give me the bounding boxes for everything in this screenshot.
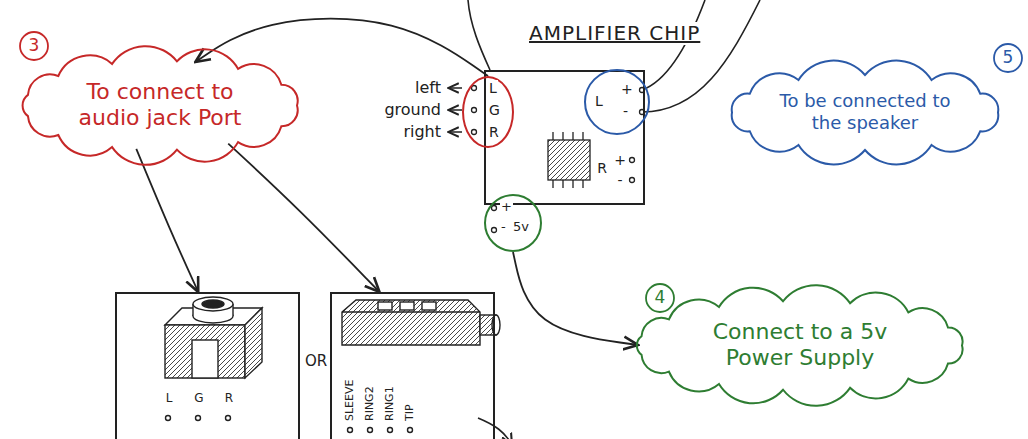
audio-jack-3pin <box>165 297 262 421</box>
drawing-part <box>468 0 490 70</box>
pin-name: L <box>488 80 498 96</box>
drawing-part <box>562 180 563 188</box>
drawing-part <box>472 130 477 135</box>
drawing-part <box>192 340 218 378</box>
drawing-part <box>196 416 201 421</box>
drawing-part <box>368 428 373 433</box>
drawing-part <box>202 300 224 308</box>
pin-name: + <box>613 152 627 168</box>
pin-name: + <box>500 200 513 215</box>
signal-name: left <box>414 79 442 97</box>
pin-arrows <box>448 88 462 132</box>
drawing-part <box>342 300 480 345</box>
audio-jack-4pin <box>342 300 500 433</box>
drawing-part <box>342 311 480 312</box>
callout-number: 5 <box>1002 48 1015 68</box>
wires <box>468 0 760 439</box>
drawing-part <box>478 418 512 439</box>
note-text: Connect to a 5v Power Supply <box>693 319 908 372</box>
signal-name: ground <box>383 101 442 119</box>
drawing-part <box>553 132 583 188</box>
drawing-part <box>572 132 573 140</box>
speaker-pin-group: L + - <box>584 69 650 135</box>
pin-name: 5v <box>512 220 530 235</box>
drawing-part <box>448 87 462 89</box>
pin-name: RING2 <box>364 385 377 422</box>
pin-name: - <box>616 172 623 188</box>
or-note: OR <box>304 353 328 370</box>
drawing-part <box>630 158 635 163</box>
drawing-part <box>572 180 573 188</box>
drawing-part <box>582 180 583 188</box>
chip-heading: AMPLIFIER CHIP <box>528 22 701 45</box>
jack-port-box: SLEEVE RING2 RING1 TIP <box>330 292 495 439</box>
pin-name: R <box>596 160 608 176</box>
pin-name: G <box>192 392 206 406</box>
cloud-outline <box>22 46 297 165</box>
drawing-part <box>582 132 583 140</box>
jack-port-box: LGR <box>115 292 300 439</box>
cloud-outline <box>732 60 999 164</box>
drawing-part <box>472 108 477 113</box>
pin-name: L <box>162 392 176 406</box>
drawing-part <box>646 284 674 312</box>
connector-arrow <box>513 252 638 345</box>
drawing-part <box>226 416 231 421</box>
callout-number: 4 <box>654 288 667 308</box>
power-pin-group: + -5v <box>484 194 542 252</box>
drawing-part <box>994 44 1022 72</box>
drawing-part <box>562 132 563 140</box>
signal-name: right <box>402 123 442 141</box>
drawing-part <box>378 302 392 310</box>
pin-name: R <box>488 124 500 140</box>
pin-name: R <box>222 392 236 406</box>
drawing-part <box>552 180 553 188</box>
drawing-part <box>20 32 48 60</box>
pin-name: - <box>622 103 629 119</box>
pin-name: - <box>500 220 507 235</box>
drawing-part <box>408 428 413 433</box>
pin-name: L <box>594 93 604 109</box>
drawing-part <box>552 132 553 140</box>
drawing-part <box>642 0 760 112</box>
connector-arrow <box>136 149 198 292</box>
drawing-part <box>166 416 171 421</box>
drawing-part <box>400 302 414 310</box>
pin-name: RING1 <box>384 385 397 422</box>
pin-dots <box>472 86 645 233</box>
drawing-part <box>448 109 462 111</box>
callout-circles <box>20 32 1022 312</box>
note-cloud: To be connected to the speaker <box>726 69 1004 156</box>
cloud-outline <box>637 285 963 406</box>
drawing-part <box>388 428 393 433</box>
pin-name: SLEEVE <box>344 379 357 423</box>
drawing-part <box>165 325 245 378</box>
note-cloud: To connect to audio jack Port <box>18 55 303 156</box>
pin-name: G <box>488 102 501 118</box>
drawing-part <box>642 0 705 90</box>
callout-number: 3 <box>28 36 41 56</box>
drawing-part <box>448 131 462 133</box>
connector-arrow <box>228 144 379 292</box>
drawing-part <box>245 308 262 378</box>
note-text: To be connected to the speaker <box>778 90 953 133</box>
drawing-part <box>630 178 635 183</box>
pin-name: + <box>620 81 634 97</box>
drawing-part <box>492 206 497 211</box>
ic-package <box>548 132 590 188</box>
drawing-part <box>492 228 497 233</box>
input-pin-group: LGR <box>462 76 514 148</box>
drawing-part <box>193 297 233 311</box>
drawing-part <box>472 86 477 91</box>
note-cloud: Connect to a 5v Power Supply <box>632 295 968 396</box>
drawing-part <box>422 302 436 310</box>
drawing-part <box>348 428 353 433</box>
note-text: To connect to audio jack Port <box>70 79 250 132</box>
drawing-part <box>548 140 590 180</box>
pin-name: TIP <box>404 403 417 422</box>
